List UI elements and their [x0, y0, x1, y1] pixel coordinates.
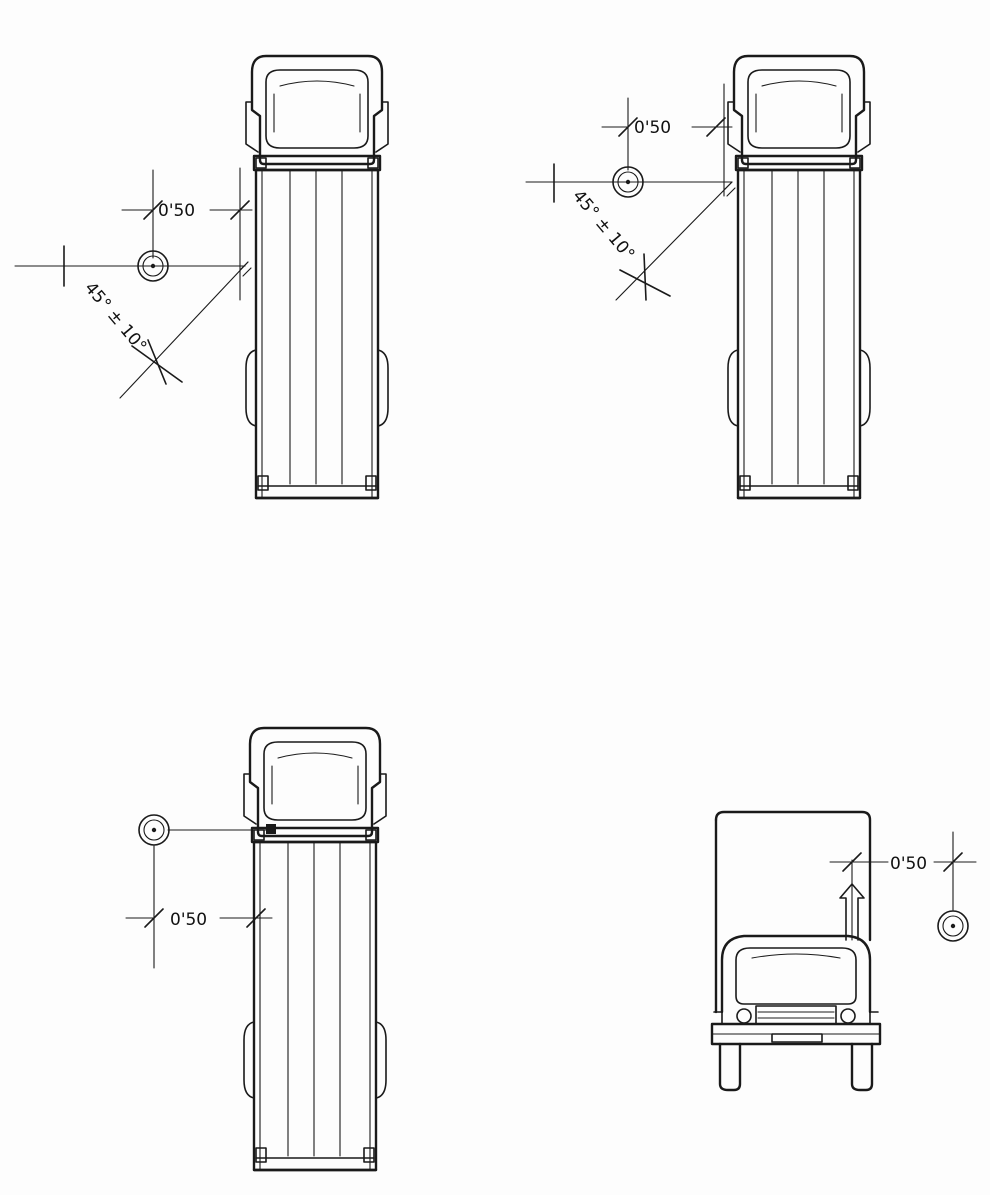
dimension-label: 0'50 — [634, 118, 671, 138]
truck-top-view — [242, 726, 388, 1172]
angle-line — [119, 261, 249, 399]
diagram-top-left: 0'50 45° ± 10° — [14, 54, 390, 500]
mount-point — [266, 824, 276, 834]
angle-label: 45° ± 10° — [568, 186, 638, 264]
angle-line — [615, 181, 733, 301]
reflector-icon — [937, 910, 969, 942]
truck-top-view — [726, 54, 872, 500]
dimension-label: 0'50 — [170, 910, 207, 930]
angle-label: 45° ± 10° — [80, 278, 150, 356]
dimension-label: 0'50 — [890, 854, 927, 874]
truck-top-view — [244, 54, 390, 500]
truck-front-view — [710, 810, 882, 1092]
diagram-top-right: 0'50 45° ± 10° — [525, 54, 872, 500]
diagram-bottom-right: 0'50 — [710, 810, 977, 1092]
diagram-bottom-left: 0'50 — [125, 726, 388, 1172]
reflector-icon — [137, 250, 169, 282]
dimension-label: 0'50 — [158, 201, 195, 221]
reflector-icon — [612, 166, 644, 198]
reflector-icon — [138, 814, 170, 846]
